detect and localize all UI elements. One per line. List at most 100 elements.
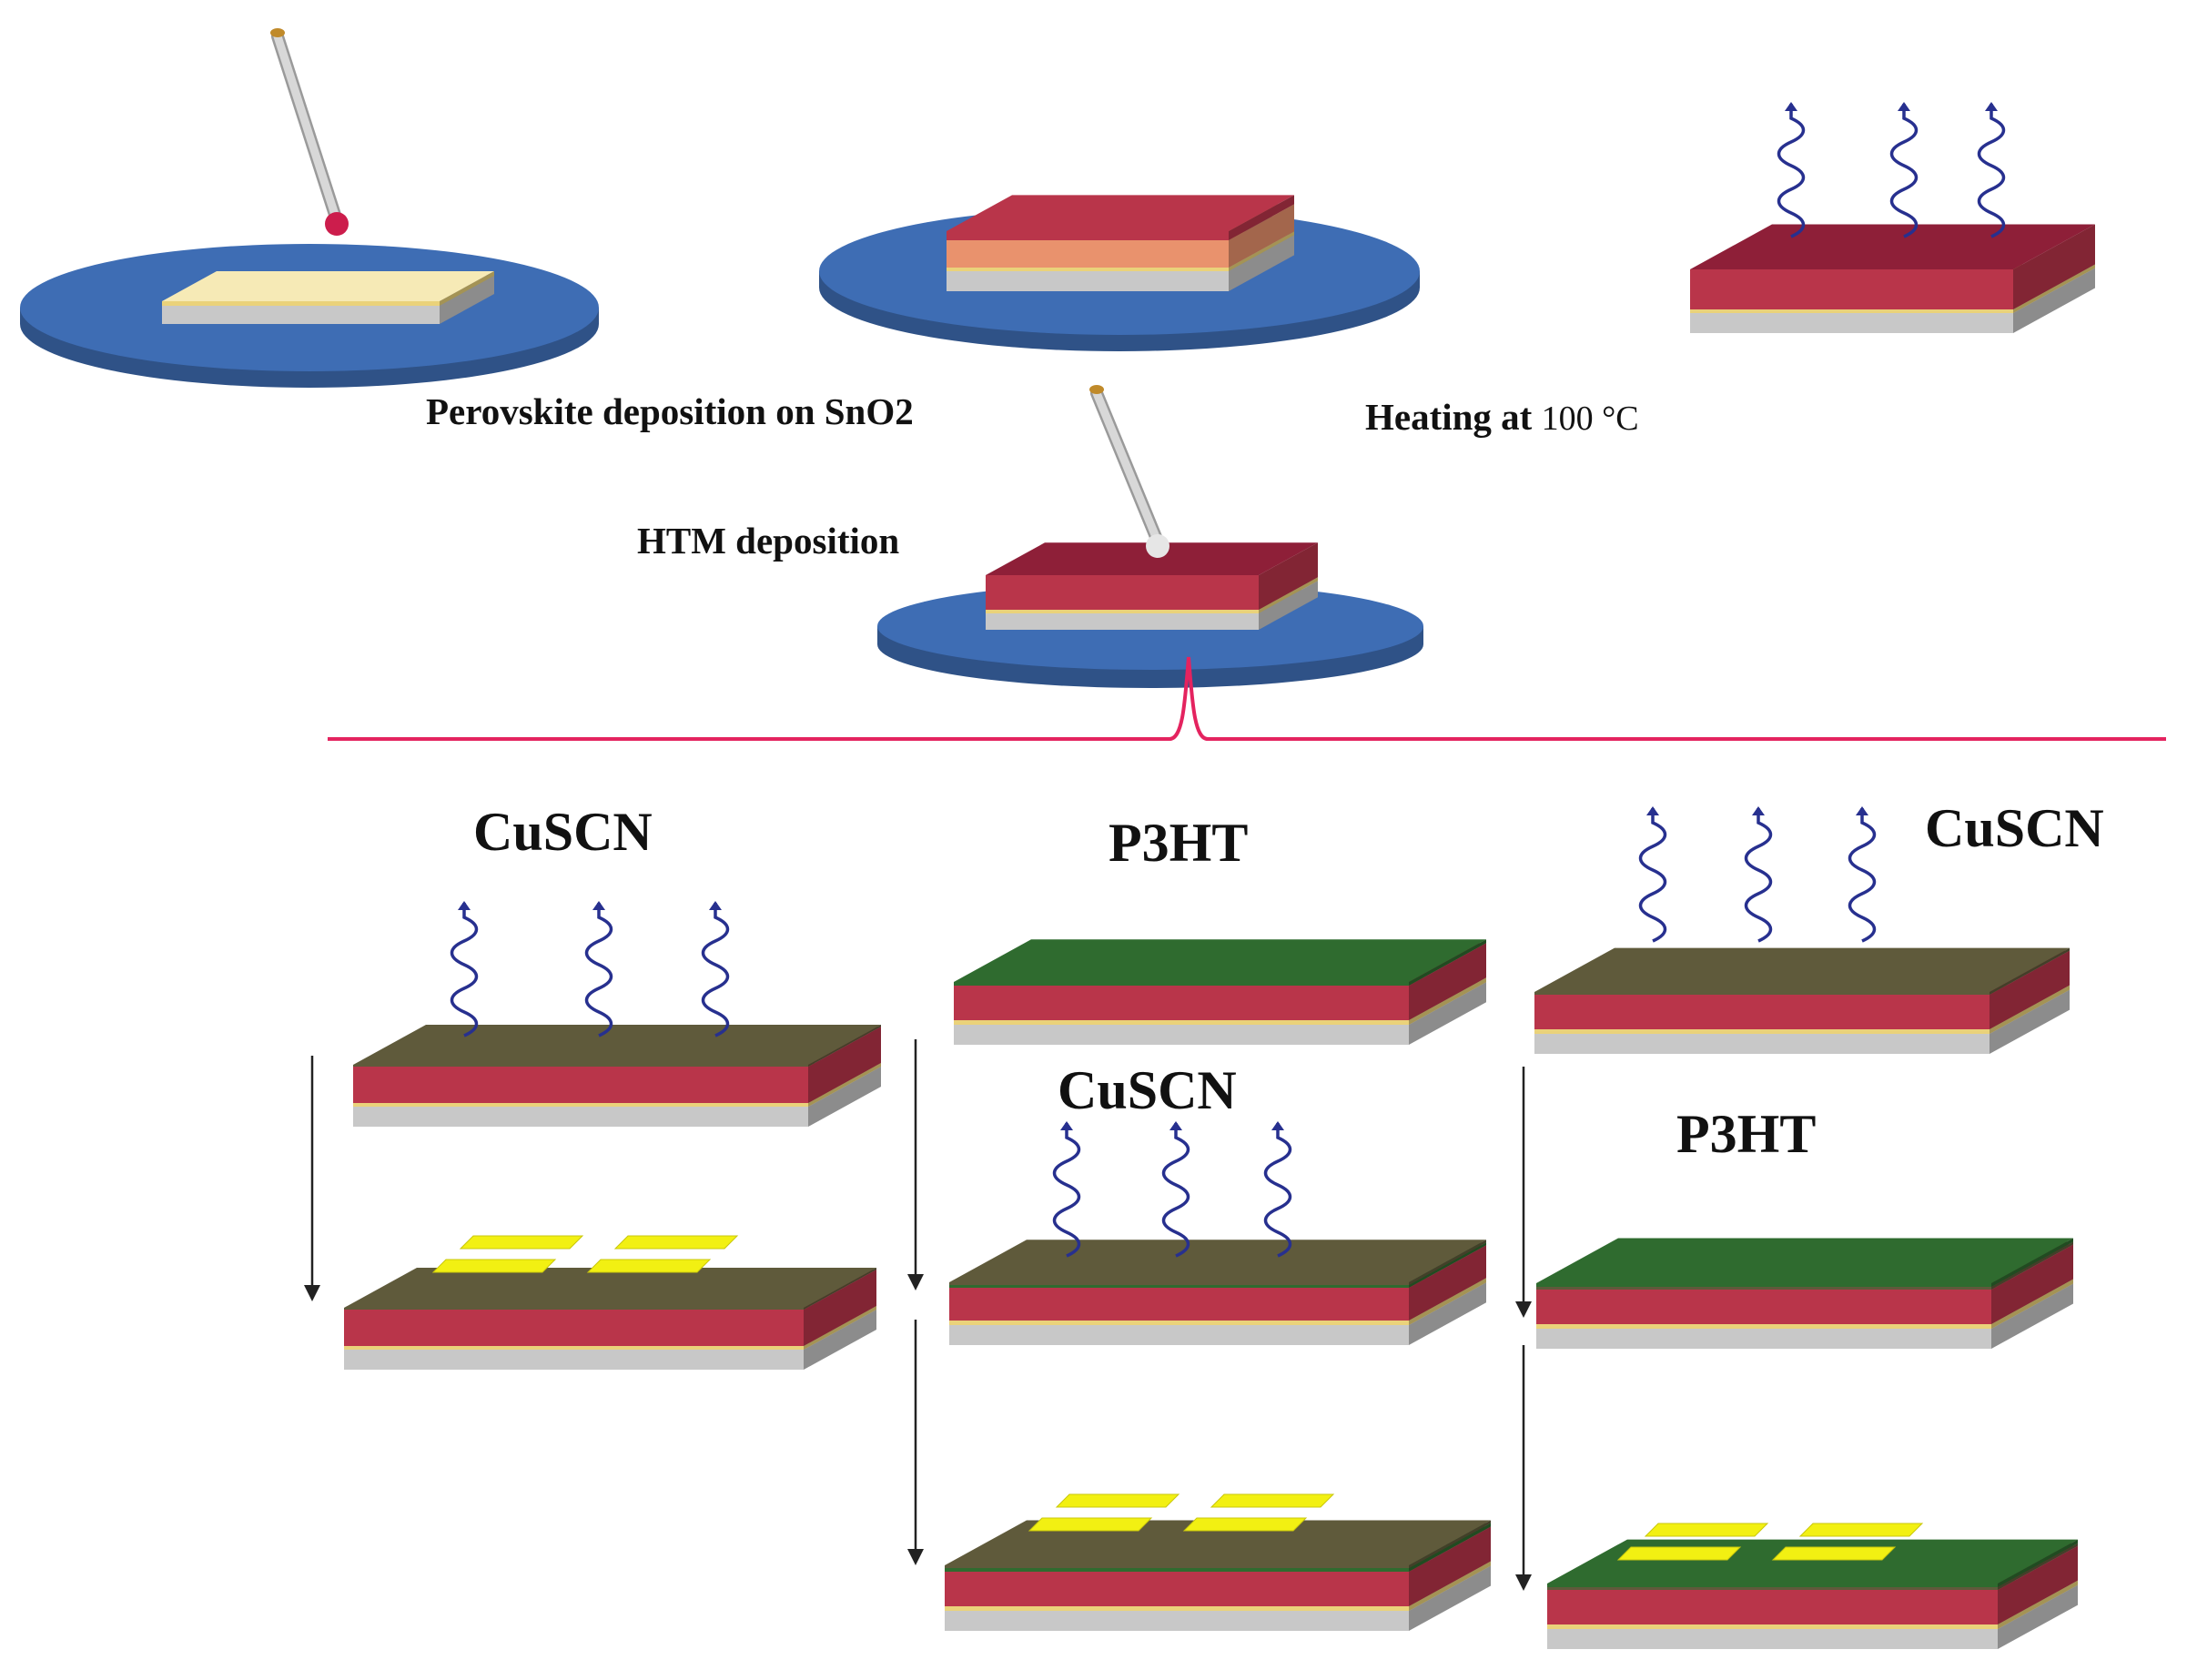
col2-device-3-layer-5-front <box>945 1565 1409 1568</box>
col1-device-2-layer-3-front <box>344 1310 804 1346</box>
col2-device-1-layer-2-side <box>1409 977 1486 1025</box>
film-htm-layer-3-front <box>986 575 1259 610</box>
col3-device-3-layer-5-side <box>1998 1539 2078 1587</box>
film-2-layer-3-front <box>947 240 1229 268</box>
col1-top-label: CuSCN <box>473 802 653 862</box>
col2-device-1-layer-2-front <box>954 1020 1409 1025</box>
film-2-layer-4-top <box>947 195 1294 231</box>
heat-wave-top-2 <box>1889 100 1919 238</box>
col2-device-1 <box>954 939 1486 1045</box>
col1-heat-wave-3 <box>701 899 730 1037</box>
col3-heat-wave-2 <box>1744 805 1773 943</box>
film-3 <box>1690 224 2095 333</box>
col3-heat-wave-3 <box>1848 805 1877 943</box>
col3-device-1-layer-1-side <box>1990 989 2070 1054</box>
col1-device-2-pad-1 <box>459 1235 584 1250</box>
film-htm-layer-3-top <box>986 542 1318 575</box>
col1-device-2-layer-4-top <box>344 1268 876 1308</box>
substrate-1-layer-1-side <box>440 276 494 324</box>
col3-device-2-layer-1-side <box>1991 1283 2073 1349</box>
col2-arrow-2 <box>907 1320 924 1565</box>
film-htm-layer-1-side <box>1259 581 1318 630</box>
col2-device-3-layer-5-top <box>945 1520 1491 1565</box>
film-2-layer-2-front <box>947 268 1229 271</box>
col3-arrow-2 <box>1515 1345 1532 1591</box>
col1-device-2-layer-2-front <box>344 1346 804 1350</box>
col3-device-2-layer-3-side <box>1991 1244 2073 1324</box>
col1-arrow <box>304 1056 320 1301</box>
col2-device-2-layer-3-front <box>949 1288 1409 1321</box>
col2-device-3-pad-1 <box>1055 1493 1180 1508</box>
col2-device-2-layer-1-side <box>1409 1282 1486 1345</box>
film-2 <box>947 195 1294 291</box>
col1-device-2-layer-1-front <box>344 1350 804 1370</box>
col1-device-2-pad-2 <box>613 1235 739 1250</box>
col3-heat-wave-1 <box>1638 805 1667 943</box>
col3-device-3-layer-3-front <box>1547 1590 1998 1624</box>
col1-device-1-layer-4-side <box>808 1025 881 1067</box>
col2-device-3-pad-3 <box>1028 1517 1153 1532</box>
col1-device-1-layer-2-front <box>353 1103 808 1107</box>
substrate-1-layer-2-front <box>162 301 440 306</box>
col2-device-3-layer-4-front <box>945 1568 1409 1572</box>
col2-device-1-layer-1-side <box>1409 982 1486 1045</box>
film-2-layer-1-front <box>947 271 1229 291</box>
col1-device-2-layer-4-front <box>344 1308 804 1310</box>
pipette-htm-barrel <box>1092 389 1160 541</box>
film-2-layer-4-front <box>947 231 1229 240</box>
pipette-htm-droplet <box>1146 534 1169 558</box>
col3-device-2-layer-4-front <box>1536 1287 1991 1290</box>
col2-device-3-layer-3-side <box>1409 1526 1491 1606</box>
col3-device-3-layer-5-front <box>1547 1584 1998 1587</box>
col2-device-2-layer-3-side <box>1409 1245 1486 1321</box>
col2-device-1-layer-4-top <box>954 939 1486 982</box>
col1-device-1-layer-1-front <box>353 1107 808 1127</box>
col3-device-2 <box>1536 1238 2073 1349</box>
col3-device-1-layer-4-side <box>1990 947 2070 995</box>
film-htm-layer-3-side <box>1259 542 1318 610</box>
col3-device-1-layer-4-front <box>1534 992 1990 995</box>
substrate-1-layer-2-top <box>162 271 494 301</box>
col3-device-3-pad-2 <box>1798 1523 1924 1537</box>
divider-line <box>328 656 2166 741</box>
substrate-1-layer-2-side <box>440 271 494 306</box>
col1-arrow-head <box>304 1285 320 1301</box>
col1-device-2-layer-4-side <box>804 1268 876 1310</box>
col2-device-3-pad-4 <box>1182 1517 1308 1532</box>
col3-device-3-pad-1 <box>1644 1523 1769 1537</box>
col2-device-1-layer-3-front <box>954 986 1409 1020</box>
col2-arrow-1-head <box>907 1274 924 1290</box>
col1-device-1-layer-3-front <box>353 1067 808 1103</box>
htm-step-label: HTM deposition <box>637 520 900 562</box>
film-htm-layer-2-side <box>1259 577 1318 613</box>
col2-device-2-layer-1-front <box>949 1325 1409 1345</box>
col2-device-1-layer-3-side <box>1409 943 1486 1020</box>
col3-device-2-layer-2-front <box>1536 1324 1991 1329</box>
col2-device-2-layer-2-side <box>1409 1278 1486 1325</box>
col2-top-label: P3HT <box>1109 813 1249 873</box>
col3-device-1 <box>1534 947 2070 1054</box>
pipette-1-plunger <box>270 28 285 37</box>
col3-mid-label: P3HT <box>1676 1104 1817 1164</box>
perovskite-step-label: Perovskite deposition on SnO2 <box>426 390 914 432</box>
col2-device-3-layer-5-side <box>1409 1520 1491 1568</box>
col2-device-3-pad-2 <box>1210 1493 1335 1508</box>
col2-device-3-layer-1-front <box>945 1611 1409 1631</box>
heat-wave-top-1 <box>1777 100 1806 238</box>
col3-device-3-layer-2-side <box>1998 1580 2078 1629</box>
heating-step-label: Heating at 100 °C <box>1365 399 1639 437</box>
pipette-1 <box>270 28 349 236</box>
col1-device-1-layer-4-front <box>353 1065 808 1067</box>
film-2-layer-1-side <box>1229 235 1294 291</box>
col1-device-1-layer-3-side <box>808 1027 881 1103</box>
col3-device-2-layer-5-front <box>1536 1283 1991 1287</box>
film-htm-layer-1-front <box>986 613 1259 630</box>
film-htm-layer-2-front <box>986 610 1259 613</box>
col3-device-3-layer-1-front <box>1547 1629 1998 1649</box>
film-2-layer-3-side <box>1229 204 1294 268</box>
col3-device-3-layer-2-front <box>1547 1624 1998 1629</box>
film-3-layer-2-front <box>1690 309 2013 313</box>
col1-device-2-layer-3-side <box>804 1270 876 1346</box>
col3-device-3-pad-4 <box>1771 1546 1897 1561</box>
